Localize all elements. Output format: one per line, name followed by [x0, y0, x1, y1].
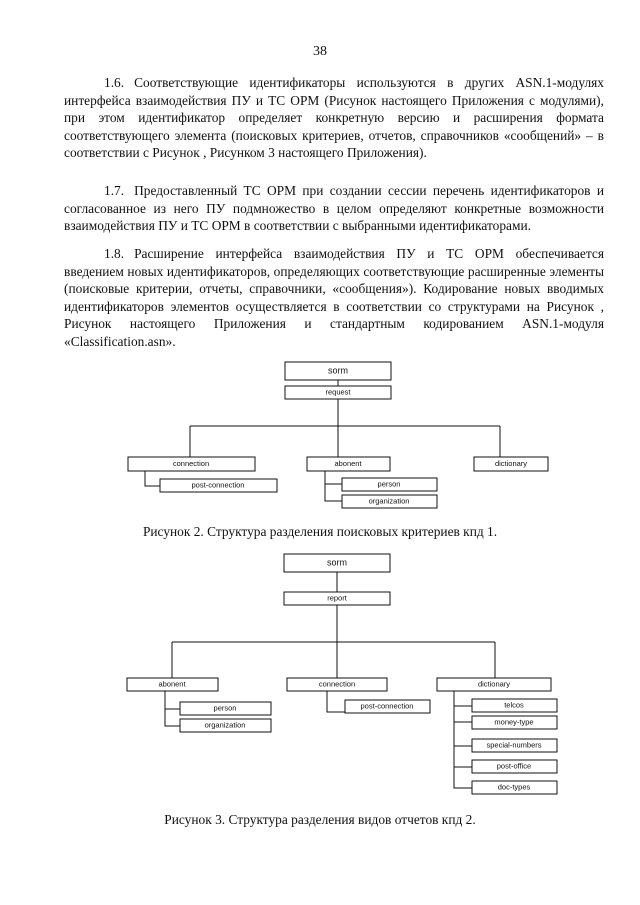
node-connection [127, 456, 256, 472]
node-post-office [471, 759, 558, 774]
node-person [341, 477, 438, 492]
node-abonent-label: abonent [158, 679, 186, 688]
node-dictionary-label: dictionary [478, 679, 510, 688]
node-organization [341, 494, 438, 509]
node-organization-label: organization [205, 720, 246, 729]
node-organization-label: organization [369, 496, 410, 505]
paragraph-text: Предоставленный ТС ОРМ при создании сесс… [64, 183, 604, 233]
node-post-connection-label: post-connection [361, 701, 414, 710]
node-money-type [471, 715, 558, 730]
node-post-office-label: post-office [497, 761, 531, 770]
node-request-label: request [325, 387, 351, 396]
figure-2-diagram: sorm request connection post-connection … [127, 361, 549, 509]
node-post-connection-label: post-connection [192, 480, 245, 489]
node-sorm-label: sorm [327, 557, 347, 567]
node-money-type-label: money-type [494, 717, 533, 726]
node-person-label: person [214, 703, 237, 712]
paragraph-text: Расширение интерфейса взаимодействия ПУ … [64, 246, 604, 349]
paragraph-1-8: 1.8.Расширение интерфейса взаимодействия… [64, 245, 604, 350]
node-telcos-label: telcos [504, 700, 524, 709]
figure-3-caption: Рисунок 3. Структура разделения видов от… [164, 812, 476, 827]
paragraph-number: 1.7. [104, 183, 125, 198]
node-connection [286, 677, 388, 692]
node-telcos [471, 698, 558, 713]
node-abonent [126, 677, 219, 692]
figure-3-diagram: sorm report abonent person organization … [126, 553, 558, 795]
node-person [179, 701, 272, 716]
node-abonent-label: abonent [334, 459, 362, 468]
node-report-label: report [327, 593, 348, 602]
node-post-connection [159, 478, 278, 493]
node-connection-label: connection [319, 679, 355, 688]
node-special-numbers-label: special-numbers [486, 740, 541, 749]
page-number: 38 [313, 44, 327, 59]
node-dictionary [436, 677, 552, 692]
node-connection-label: connection [173, 459, 209, 468]
paragraph-1-7: 1.7.Предоставленный ТС ОРМ при создании … [64, 182, 604, 235]
node-doc-types [471, 780, 558, 795]
node-organization [179, 718, 272, 733]
paragraph-number: 1.6. [104, 75, 125, 90]
paragraph-text: Соответствующие идентификаторы использую… [64, 75, 604, 160]
figure-2-caption: Рисунок 2. Структура разделения поисковы… [142, 524, 498, 539]
node-sorm-label: sorm [328, 365, 348, 375]
paragraph-number: 1.8. [104, 246, 125, 261]
node-dictionary [473, 456, 549, 472]
node-person-label: person [378, 479, 401, 488]
node-dictionary-label: dictionary [495, 459, 527, 468]
paragraph-1-6: 1.6.Соответствующие идентификаторы испол… [64, 74, 604, 162]
node-special-numbers [471, 738, 558, 753]
node-post-connection [344, 699, 431, 714]
node-doc-types-label: doc-types [498, 782, 531, 791]
node-abonent [306, 456, 391, 472]
